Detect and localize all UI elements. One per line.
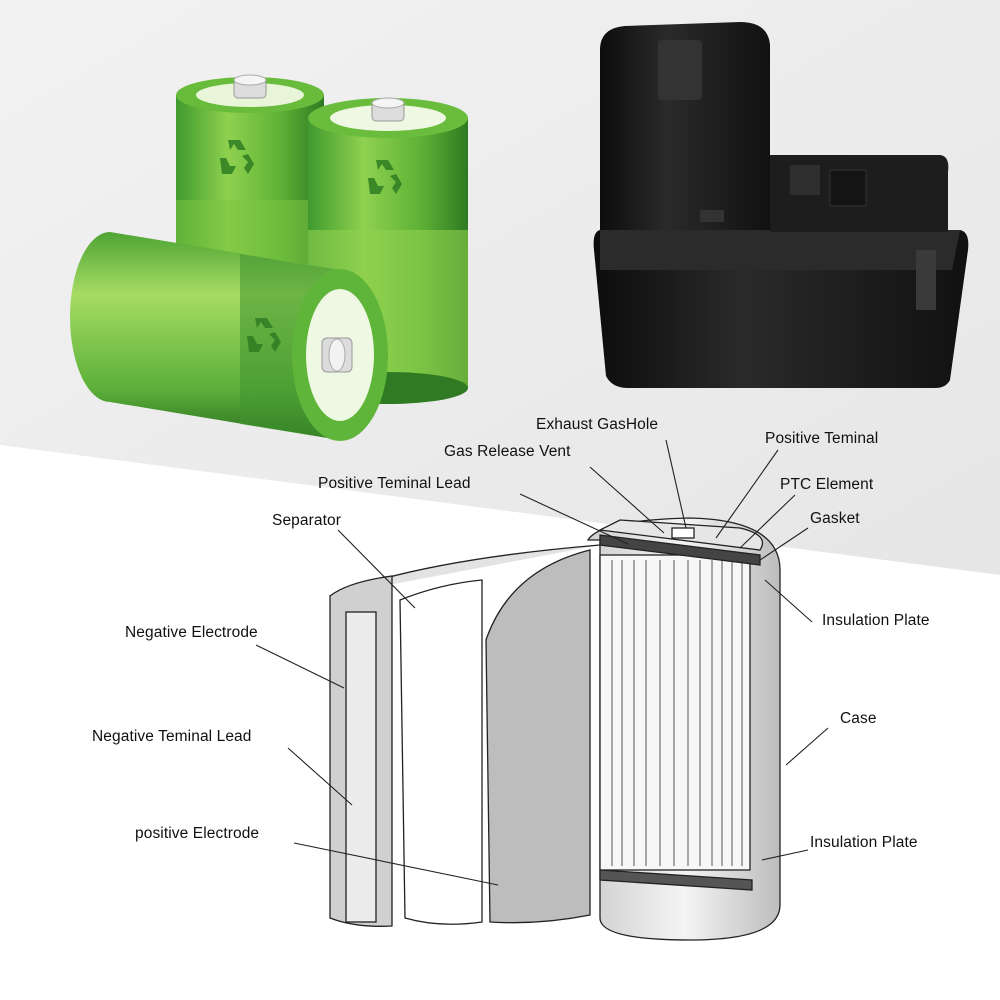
label-exhaust-gas-hole: Exhaust GasHole (536, 416, 659, 433)
label-insulation-plate-bottom: Insulation Plate (810, 834, 918, 851)
green-batteries (70, 74, 468, 441)
label-positive-electrode: positive Electrode (135, 825, 260, 842)
label-positive-terminal-lead: Positive Teminal Lead (318, 475, 471, 492)
bottom-insulation-plate (599, 869, 753, 891)
power-tool-battery-pack (593, 22, 969, 388)
label-gas-release-vent: Gas Release Vent (444, 443, 571, 460)
separator-sheet (399, 579, 483, 925)
top-cap (599, 534, 761, 566)
exhaust-gas-hole (671, 527, 695, 539)
label-ptc-element: PTC Element (780, 476, 874, 493)
battery-lying (70, 232, 388, 441)
wound-electrode-roll (599, 554, 751, 871)
label-positive-terminal: Positive Teminal (765, 430, 879, 447)
negative-terminal-lead-strip (345, 611, 377, 923)
label-gasket: Gasket (810, 510, 860, 527)
label-case: Case (840, 710, 877, 727)
recycle-icon (368, 160, 402, 194)
label-separator: Separator (272, 512, 341, 529)
battery-cell-diagram (329, 517, 781, 941)
label-negative-electrode: Negative Electrode (125, 624, 258, 641)
label-insulation-plate-top: Insulation Plate (822, 612, 930, 629)
recycle-icon (247, 318, 281, 352)
label-negative-terminal-lead: Negative Teminal Lead (92, 728, 252, 745)
leader-lines (255, 439, 829, 886)
recycle-icon (220, 140, 254, 174)
positive-electrode-sheet (485, 549, 591, 924)
